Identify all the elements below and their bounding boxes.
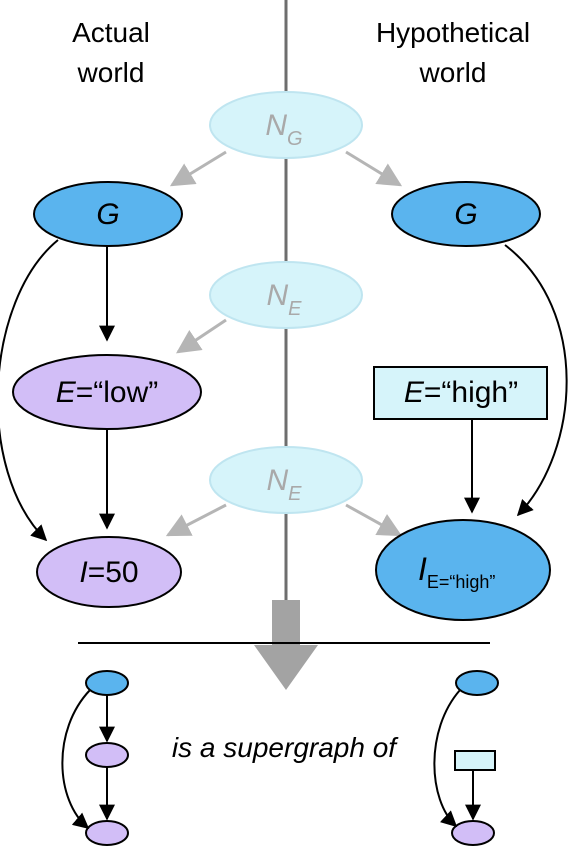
supergraph-caption: is a supergraph of <box>172 732 399 763</box>
hypothetical-world-header-line2: world <box>419 57 487 88</box>
actual-g-node: G <box>33 181 183 247</box>
actual-e-value: =“low” <box>76 376 159 409</box>
ne-upper-subscript: E <box>288 298 302 320</box>
actual-e-node: E=“low” <box>12 354 202 430</box>
arrow-ng-to-actual-g <box>169 150 227 187</box>
noise-node-ne-lower: NE <box>209 446 363 514</box>
svg-text:IE=“high”: IE=“high” <box>418 551 495 592</box>
hyp-g-node: G <box>391 181 541 247</box>
arrow-ne-to-hyp-i <box>345 503 403 537</box>
actual-i-value: =50 <box>88 556 139 589</box>
svg-text:I=50: I=50 <box>79 556 138 589</box>
noise-node-ng: NG <box>209 91 363 159</box>
ne-lower-subscript: E <box>288 483 302 505</box>
arrow-hyp-g-to-i <box>504 244 568 517</box>
arrow-ne-to-actual-e <box>176 318 227 354</box>
actual-i-var: I <box>79 556 87 589</box>
hypothetical-world-header-line1: Hypothetical <box>376 17 530 48</box>
big-down-arrow <box>254 600 318 690</box>
actual-g-label: G <box>96 198 119 231</box>
hyp-i-node: IE=“high” <box>375 519 551 621</box>
ne-upper-label: N <box>266 279 288 312</box>
svg-text:NE: NE <box>266 279 302 320</box>
arrow-ng-to-hyp-g <box>345 150 403 187</box>
hyp-i-subscript: E=“high” <box>427 572 496 592</box>
mini-graph-left <box>61 670 129 846</box>
actual-e-var: E <box>56 376 77 409</box>
svg-text:E=“low”: E=“low” <box>56 376 159 409</box>
arrow-actual-g-to-i <box>0 239 59 542</box>
svg-text:NG: NG <box>265 109 302 150</box>
hyp-e-node: E=“high” <box>373 366 548 420</box>
actual-world-header-line2: world <box>77 57 145 88</box>
mini-graph-right <box>433 670 499 846</box>
hyp-e-var: E <box>404 376 425 409</box>
ne-lower-label: N <box>266 464 288 497</box>
arrow-ne-to-actual-i <box>165 503 227 537</box>
svg-text:NE: NE <box>266 464 302 505</box>
hyp-i-var: I <box>418 551 427 587</box>
ng-subscript: G <box>287 128 303 150</box>
hyp-g-label: G <box>454 198 477 231</box>
actual-i-node: I=50 <box>36 536 182 608</box>
ng-label: N <box>265 109 287 142</box>
hyp-e-value: =“high” <box>424 376 518 409</box>
svg-text:E=“high”: E=“high” <box>404 376 518 409</box>
noise-node-ne-upper: NE <box>209 261 363 329</box>
actual-world-header-line1: Actual <box>72 17 150 48</box>
